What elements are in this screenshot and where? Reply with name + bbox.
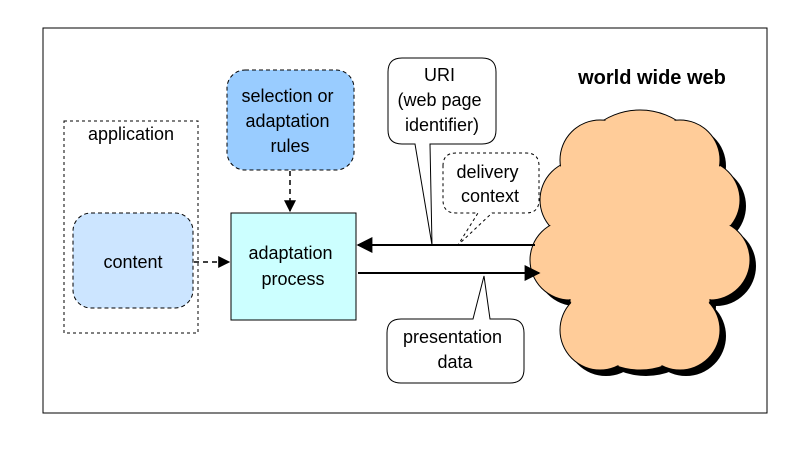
content-label: content [103, 252, 162, 272]
presentation-callout-label: presentation data [403, 327, 507, 372]
web-frame-title: world wide web [577, 67, 726, 89]
process-box [230, 212, 357, 321]
presentation-callout [386, 275, 525, 384]
cloud-inner-fill [531, 111, 749, 369]
uri-callout [387, 57, 497, 246]
delivery-callout-label: delivery context [456, 162, 523, 206]
delivery-callout [442, 152, 540, 246]
rules-label: selection or adaptation rules [241, 86, 338, 156]
rules-box [226, 69, 355, 171]
content-box [72, 212, 194, 309]
application-label: application [88, 124, 174, 144]
application-container [63, 120, 199, 334]
process-label: adaptation process [248, 243, 337, 289]
uri-callout-label: URI (web page identifier) [397, 65, 486, 135]
